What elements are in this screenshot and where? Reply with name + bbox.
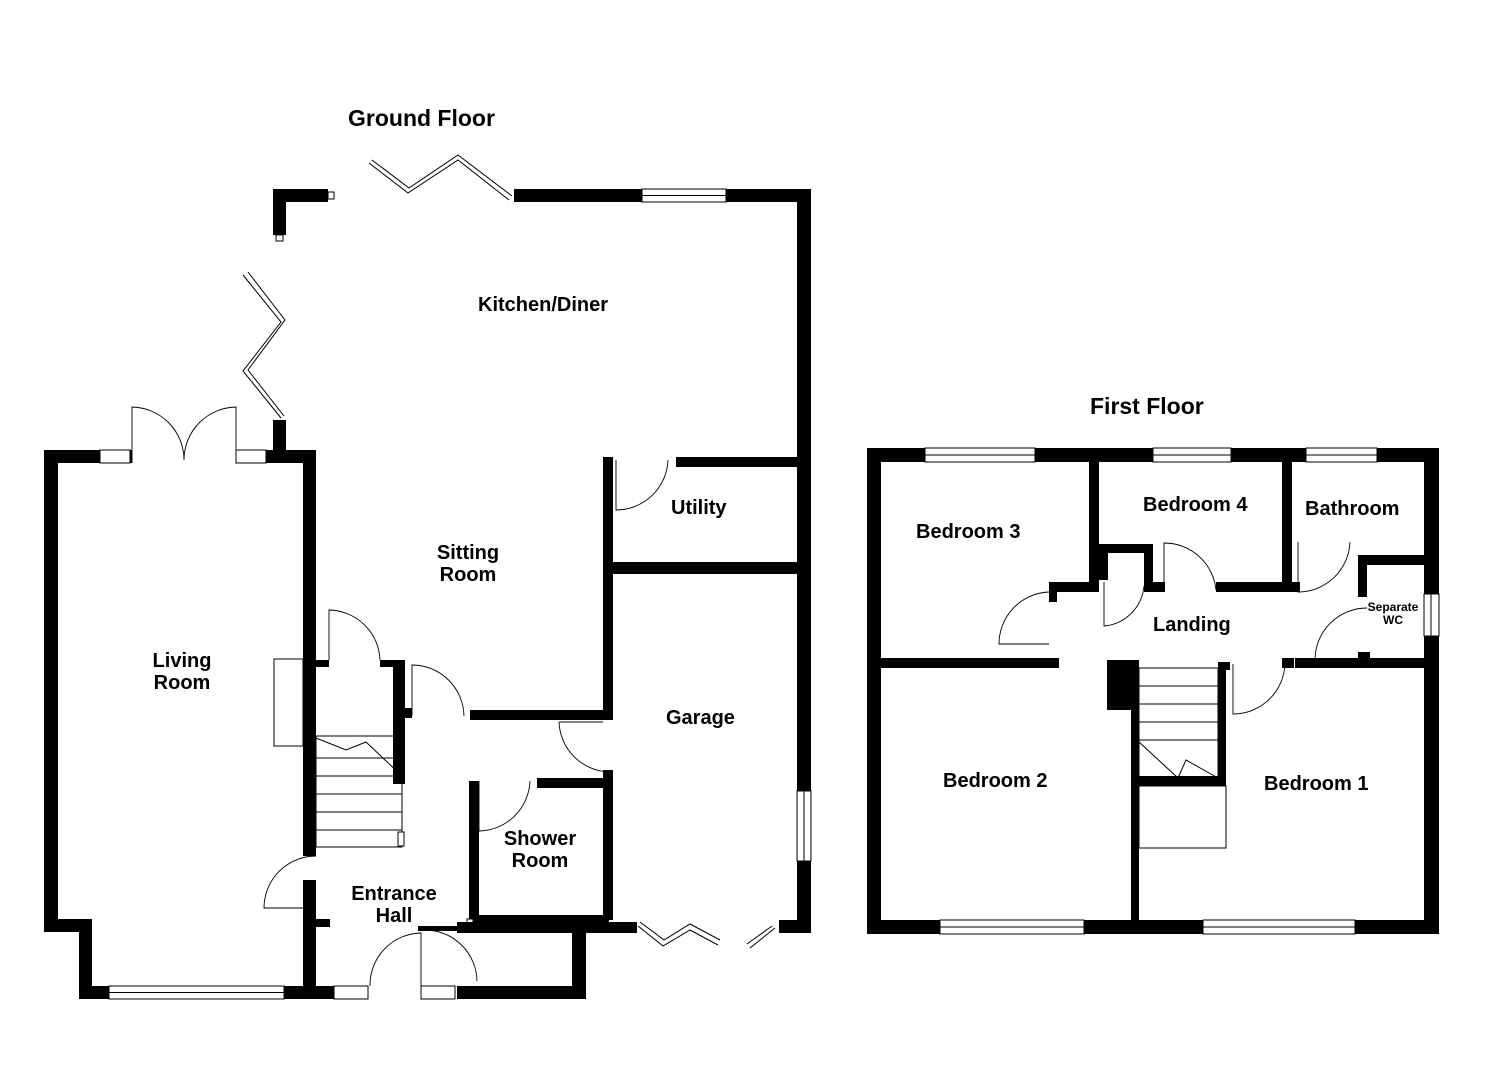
room-label-entrance-hall: Entrance Hall [345,883,443,927]
room-label-separate-wc: Separate WC [1364,601,1422,627]
room-label-utility: Utility [671,497,727,519]
room-label-bedroom-2: Bedroom 2 [943,770,1048,792]
garage-door-right [746,925,773,945]
room-label-bedroom-3: Bedroom 3 [916,521,1021,543]
room-label-kitchen-diner: Kitchen/Diner [478,294,609,316]
garage-door-left [637,925,719,947]
entrance-hall-line2: Hall [375,905,413,927]
entrance-hall-line1: Entrance [351,883,437,905]
room-label-bedroom-1: Bedroom 1 [1264,773,1369,795]
ground-floor-stairs [315,735,403,848]
room-label-landing: Landing [1153,614,1231,636]
sitting-room-line2: Room [439,564,497,586]
separate-wc-line2: WC [1383,613,1403,627]
first-floor-plan [867,447,1440,935]
shower-room-line2: Room [511,850,569,872]
room-label-living-room: Living Room [147,650,217,694]
fireplace [273,658,304,747]
room-label-shower-room: Shower Room [499,828,581,872]
living-room-line1: Living [152,650,212,672]
room-label-sitting-room: Sitting Room [433,542,503,586]
french-door-left [131,406,185,463]
room-label-garage: Garage [666,707,735,729]
bifold-door-side [242,274,282,419]
shower-room-line1: Shower [503,828,577,850]
first-floor-title: First Floor [1090,393,1204,419]
ground-floor-title: Ground Floor [348,105,495,131]
bifold-door-top [368,159,510,201]
separate-wc-line1: Separate [1367,600,1419,614]
room-label-bathroom: Bathroom [1305,498,1400,520]
ground-floor-plan [44,154,812,1000]
front-door [369,932,422,987]
sitting-room-line1: Sitting [436,542,500,564]
room-label-bedroom-4: Bedroom 4 [1143,494,1248,516]
french-door-right [183,406,237,463]
living-room-line2: Room [153,672,211,694]
first-floor-stairs [1138,667,1219,779]
